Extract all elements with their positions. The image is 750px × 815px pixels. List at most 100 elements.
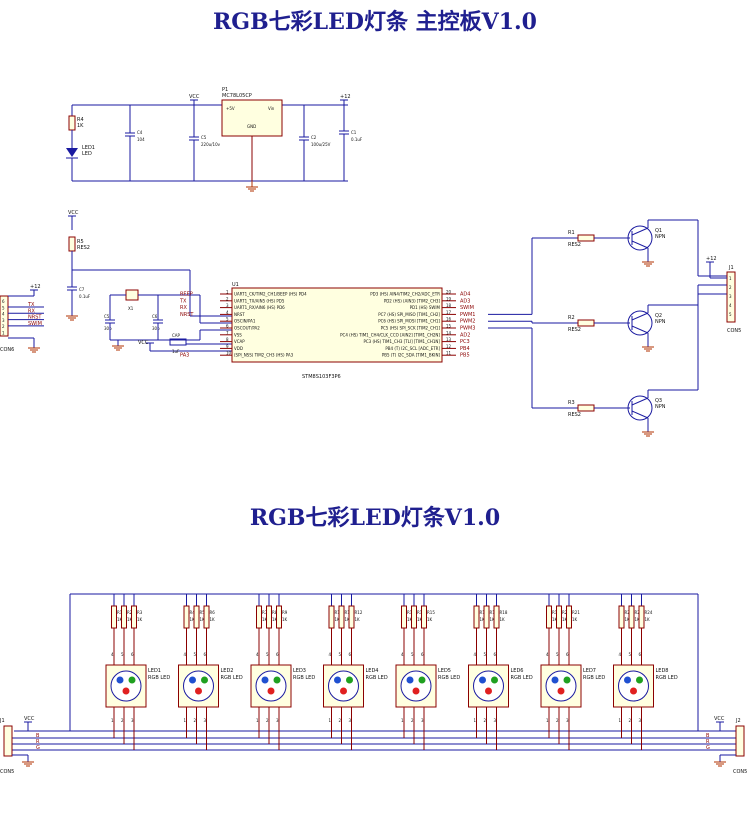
led-resistor-value: 1K (427, 617, 433, 622)
strip-right-connector (735, 725, 745, 757)
led-pin-number: 5 (339, 652, 342, 657)
cap-c2: C2 100u/25V (299, 105, 331, 181)
rgb-led-green (128, 676, 136, 684)
mcu-right-pin-name: PC4 (HS) TIM1_CH4/CLK_CCO [AIN2] [TIM1_C… (340, 332, 440, 337)
rgb-led-red (195, 687, 202, 695)
regulator-part: MC78L05CP (222, 93, 252, 99)
left-connector-net-label: NRST (28, 315, 42, 321)
led-resistor-value: 1K (355, 617, 361, 622)
led-resistor-value: 1K (562, 617, 568, 622)
cap-c1-value: 0.1uF (351, 137, 363, 142)
rgb-led-ref: LED6 (511, 668, 524, 674)
led-pin-number: 4 (619, 652, 622, 657)
rgb-led-green (418, 676, 426, 684)
led-resistor-value: 1K (345, 617, 351, 622)
rgb-led-type: RGB LED (583, 675, 605, 681)
led-resistor-ref: R5 (200, 610, 206, 615)
rgb-led-red (267, 687, 275, 695)
rgb-led-ref: LED4 (366, 668, 379, 674)
npn-emitter (631, 410, 649, 419)
mcu-vcc-label: VCC (68, 210, 79, 216)
mcu-left-pin-net: PA3 (180, 353, 189, 359)
mcu-left-pin-number: 6 (226, 324, 229, 329)
led-resistor-ref: R6 (210, 610, 216, 615)
bus-net-right: B (706, 733, 710, 739)
mcu-left-pin-name: UART1_CK/TIM2_CH1/BEEP (HS) PD4 (234, 292, 307, 297)
rgb-led-type: RGB LED (656, 675, 678, 681)
power-vcc-label: VCC (189, 94, 200, 100)
rgb-led-dome (545, 670, 577, 702)
mcu-left-pin-net: BEEP (180, 292, 193, 298)
led-pin-number: 6 (276, 652, 279, 657)
osc-cap1-ref: C5 (104, 314, 110, 319)
driver-resistor-ref: R1 (568, 230, 575, 236)
left-connector-pin: 5 (2, 305, 5, 310)
led-resistor (121, 605, 127, 629)
led-resistor (111, 605, 117, 629)
rgb-led-type: RGB LED (366, 675, 388, 681)
led-resistor-value: 1K (117, 617, 123, 622)
mcu-left-pin-number: 5 (226, 317, 229, 322)
rgb-led-ref: LED1 (148, 668, 161, 674)
led-resistor-value: 1K (490, 617, 496, 622)
mcu-left-pin-number: 2 (226, 296, 229, 301)
mcu-right-pin-number: 13 (446, 337, 452, 342)
left-connector (0, 295, 9, 337)
left-connector-pin: 3 (2, 318, 5, 323)
left-connector-net-label: SWIM (28, 321, 42, 327)
led-pin-number: 6 (204, 652, 207, 657)
led-bottom-pin-number: 3 (349, 718, 352, 723)
led-resistor-value: 1K (262, 617, 268, 622)
led-bottom-pin-number: 1 (256, 718, 259, 723)
mcu-right-pin-number: 16 (446, 317, 452, 322)
npn-collector (631, 397, 649, 406)
mcu-left-pin-name: OSCIN/PA1 (234, 319, 256, 324)
mcu-left-pin-net: NRST (180, 312, 194, 318)
led-resistor-value: 1K (137, 617, 143, 622)
led-resistor (193, 605, 200, 629)
led-resistor-value: 1K (335, 617, 341, 622)
reset-cap-ref: C7 (79, 287, 85, 292)
led-resistor-ref: R1 (117, 610, 123, 615)
driver-resistor-value: RES2 (568, 242, 581, 248)
led-pin-number: 5 (484, 652, 487, 657)
driver-resistor-value: RES2 (568, 412, 581, 418)
led-resistor (546, 605, 552, 629)
cap-c4-value: 104 (137, 137, 145, 142)
power-led-label: LED (82, 151, 92, 157)
mcu-right-pin-net: PWM1 (460, 312, 475, 318)
rgb-led-ref: LED3 (293, 668, 306, 674)
strip-left-connector (3, 725, 13, 757)
mcu-left-pin-number: 10 (226, 351, 232, 356)
right-connector (726, 271, 736, 323)
led-pin-number: 5 (194, 652, 197, 657)
led-bottom-pin-number: 3 (639, 718, 642, 723)
led-resistor-value: 1K (210, 617, 216, 622)
mcu-right-pin-name: PD2 (HS) (AIN3) [TIM2_CH3] (384, 298, 441, 303)
power-led-ref: LED1 (82, 145, 95, 151)
bus-net-left: R (36, 739, 40, 745)
mcu-right-pin-number: 20 (446, 290, 452, 295)
led-resistor (628, 605, 635, 629)
rgb-led-red (412, 687, 420, 695)
regulator (221, 99, 283, 137)
led-resistor-ref: R21 (572, 610, 580, 615)
mcu-left-pin-name: VCAP (234, 339, 245, 344)
npn-ref: Q3 (655, 398, 662, 404)
mcu-left-pin-name: NRST (234, 312, 245, 317)
mcu-right-pin-name: PC5 (HS) SPI_SCK [TIM2_CH1] (381, 326, 441, 331)
npn-type: NPN (655, 319, 666, 325)
mcu-right-pin-net: AD4 (460, 292, 470, 298)
mcu-right-pin-number: 17 (446, 310, 452, 315)
led-pin-number: 4 (184, 652, 187, 657)
reset-resistor-value: RES2 (77, 245, 90, 251)
reset-cap-value: 0.1uF (79, 294, 91, 299)
led-bottom-pin-number: 3 (566, 718, 569, 723)
vdd-vcc-label: VCC (138, 340, 149, 346)
mcu-right-pin-net: SWIM (460, 305, 474, 311)
led-resistor (483, 605, 490, 629)
npn-emitter (631, 325, 649, 334)
